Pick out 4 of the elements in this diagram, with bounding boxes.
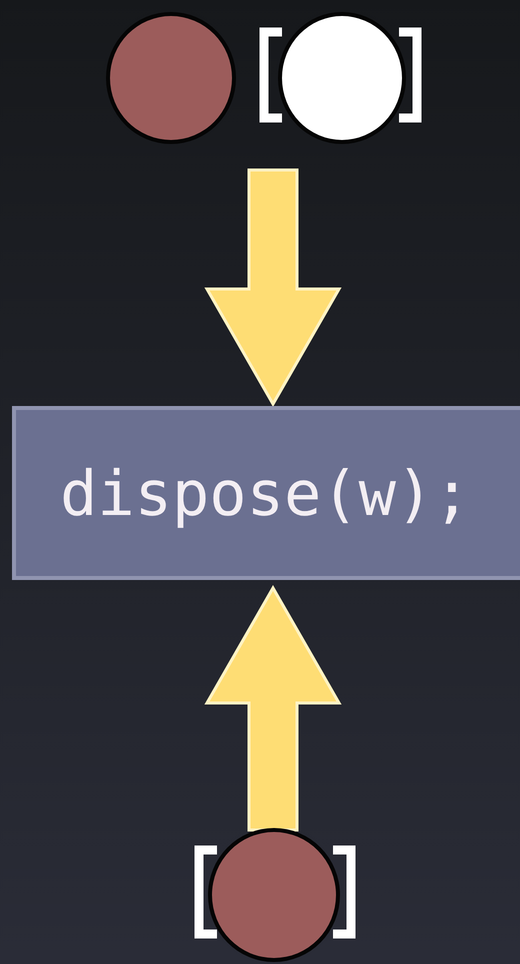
arrow (204, 168, 342, 408)
arrow (204, 584, 342, 832)
code-box (12, 406, 520, 580)
code-text: dispose(w); (60, 456, 471, 530)
